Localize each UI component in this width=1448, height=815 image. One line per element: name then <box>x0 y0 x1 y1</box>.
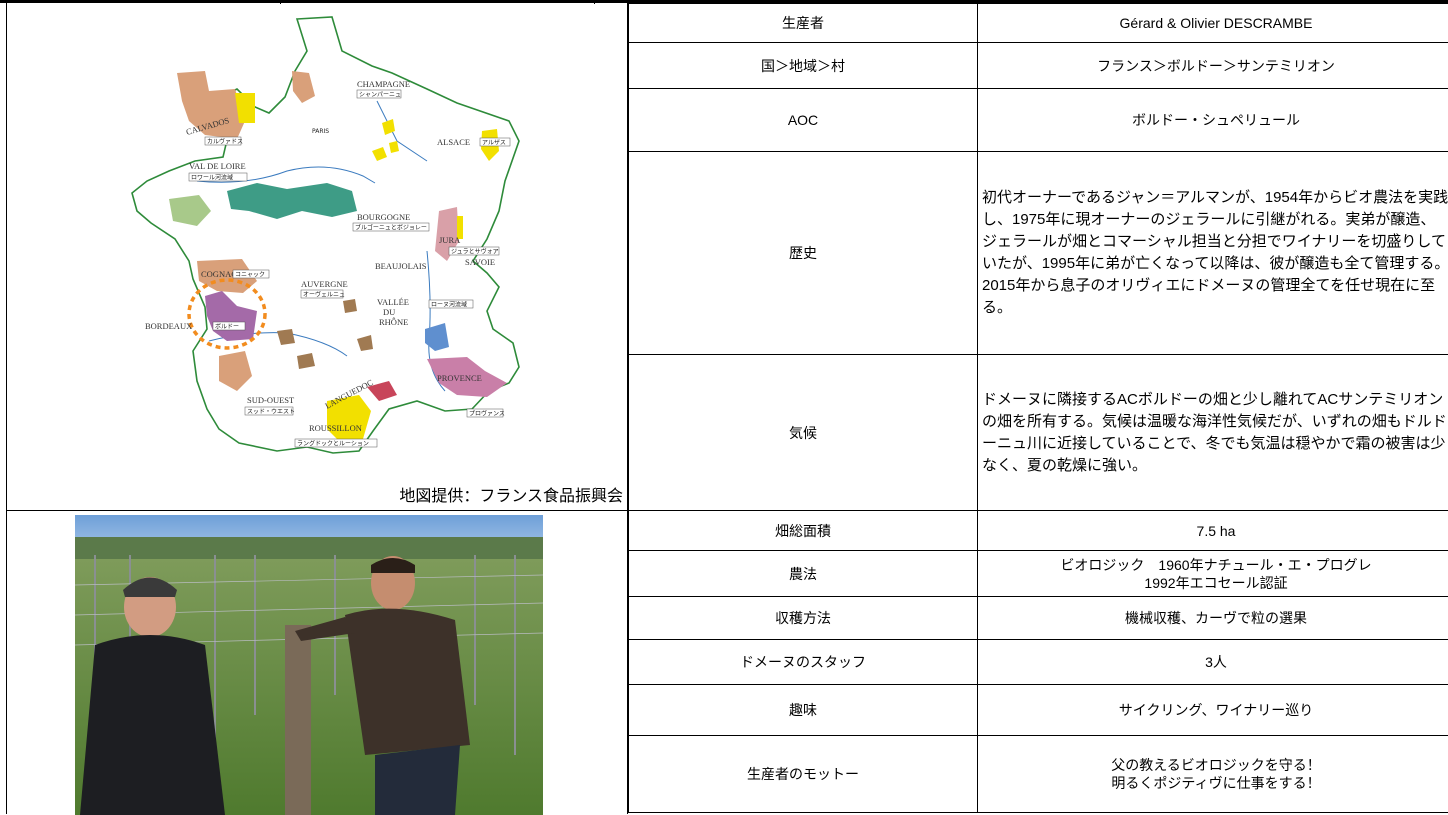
label-paris: PARIS <box>312 128 329 135</box>
label-bourgogne: BOURGOGNE <box>357 212 410 222</box>
younger-man-sweater <box>345 609 470 755</box>
label-rhone-ja: ローヌ河流域 <box>431 301 467 309</box>
label-roussillon: ROUSSILLON <box>309 423 362 433</box>
row-label-area: 畑総面積 <box>629 511 978 551</box>
row-value-farming: ビオロジック 1960年ナチュール・エ・プログレ 1992年エコセール認証 <box>978 551 1448 597</box>
producer-info-table: 生産者 Gérard & Olivier DESCRAMBE 国＞地域＞村 フラ… <box>628 3 1448 813</box>
older-man-jacket <box>80 635 225 815</box>
label-jura-ja: ジュラとサヴォア <box>451 248 499 256</box>
label-champagne-ja: シャンパーニュ <box>359 92 401 99</box>
photo-cell <box>7 511 627 814</box>
row-label-climate: 気候 <box>629 355 978 511</box>
row-label-history: 歴史 <box>629 152 978 355</box>
row-label-producer: 生産者 <box>629 4 978 43</box>
row-value-producer: Gérard & Olivier DESCRAMBE <box>978 4 1448 43</box>
label-auvergne-ja: オーヴェルニュ <box>303 291 345 299</box>
table-row: 気候 ドメーヌに隣接するACボルドーの畑と少し離れてACサンテミリオンの畑を所有… <box>629 355 1448 511</box>
row-label-harvest: 収穫方法 <box>629 597 978 640</box>
table-row: 生産者のモットー 父の教えるビオロジックを守る！ 明るくポジティヴに仕事をする！ <box>629 736 1448 813</box>
wooden-post <box>285 625 311 815</box>
label-auvergne: AUVERGNE <box>301 279 348 289</box>
row-value-history: 初代オーナーであるジャン＝アルマンが、1954年からビオ農法を実践し、1975年… <box>978 152 1448 355</box>
table-row: 農法 ビオロジック 1960年ナチュール・エ・プログレ 1992年エコセール認証 <box>629 551 1448 597</box>
table-row: AOC ボルドー・シュペリュール <box>629 89 1448 152</box>
younger-man-jeans <box>375 745 460 815</box>
label-bordeaux-ja: ボルドー <box>215 323 239 331</box>
label-alsace-ja: アルザス <box>482 140 506 147</box>
row-label-staff: ドメーヌのスタッフ <box>629 640 978 685</box>
table-row: 国＞地域＞村 フランス＞ボルドー＞サンテミリオン <box>629 43 1448 89</box>
map-cell: CHAMPAGNE シャンパーニュ CALVADOS カルヴァドス PARIS … <box>7 3 627 511</box>
label-vallee: VALLÉE <box>377 297 409 307</box>
label-val-de-loire: VAL DE LOIRE <box>189 161 246 171</box>
label-sud-ouest: SUD-OUEST <box>247 395 295 405</box>
label-beaujolais: BEAUJOLAIS <box>375 261 427 271</box>
row-value-region: フランス＞ボルドー＞サンテミリオン <box>978 43 1448 89</box>
label-bourgogne-ja: ブルゴーニュとボジョレー <box>355 224 427 232</box>
row-label-motto: 生産者のモットー <box>629 736 978 813</box>
producers-photo <box>75 515 543 815</box>
row-value-motto: 父の教えるビオロジックを守る！ 明るくポジティヴに仕事をする！ <box>978 736 1448 813</box>
table-row: 歴史 初代オーナーであるジャン＝アルマンが、1954年からビオ農法を実践し、19… <box>629 152 1448 355</box>
label-alsace: ALSACE <box>437 137 470 147</box>
label-val-de-loire-ja: ロワール河流域 <box>191 174 233 182</box>
table-row: 畑総面積 7.5 ha <box>629 511 1448 551</box>
table-row: 趣味 サイクリング、ワイナリー巡り <box>629 685 1448 736</box>
row-value-area: 7.5 ha <box>978 511 1448 551</box>
france-wine-map: CHAMPAGNE シャンパーニュ CALVADOS カルヴァドス PARIS … <box>127 11 537 481</box>
row-label-hobby: 趣味 <box>629 685 978 736</box>
label-bordeaux: BORDEAUX <box>145 321 192 331</box>
row-label-farming: 農法 <box>629 551 978 597</box>
row-label-region: 国＞地域＞村 <box>629 43 978 89</box>
row-value-staff: 3人 <box>978 640 1448 685</box>
map-credit: 地図提供：フランス食品振興会 <box>399 482 623 506</box>
row-value-harvest: 機械収穫、カーヴで粒の選果 <box>978 597 1448 640</box>
label-rhone: RHÔNE <box>379 317 408 327</box>
label-sud-ouest-ja: スッド・ウエスト <box>247 408 295 416</box>
label-cognac: COGNAC <box>201 269 237 279</box>
label-cognac-ja: コニャック <box>235 272 265 279</box>
label-du: DU <box>383 307 395 317</box>
label-calvados-ja: カルヴァドス <box>207 138 243 146</box>
label-provence-ja: プロヴァンス <box>469 410 505 418</box>
row-value-climate: ドメーヌに隣接するACボルドーの畑と少し離れてACサンテミリオンの畑を所有する。… <box>978 355 1448 511</box>
label-provence: PROVENCE <box>437 373 482 383</box>
row-value-aoc: ボルドー・シュペリュール <box>978 89 1448 152</box>
label-jura: JURA <box>439 235 461 245</box>
label-roussillon-ja: ラングドックとルーション <box>297 440 369 448</box>
label-savoie: SAVOIE <box>465 257 495 267</box>
tree-line <box>75 537 543 559</box>
table-row: ドメーヌのスタッフ 3人 <box>629 640 1448 685</box>
left-column: CHAMPAGNE シャンパーニュ CALVADOS カルヴァドス PARIS … <box>6 3 628 814</box>
label-champagne: CHAMPAGNE <box>357 79 410 89</box>
table-row: 収穫方法 機械収穫、カーヴで粒の選果 <box>629 597 1448 640</box>
row-value-hobby: サイクリング、ワイナリー巡り <box>978 685 1448 736</box>
row-label-aoc: AOC <box>629 89 978 152</box>
table-row: 生産者 Gérard & Olivier DESCRAMBE <box>629 4 1448 43</box>
